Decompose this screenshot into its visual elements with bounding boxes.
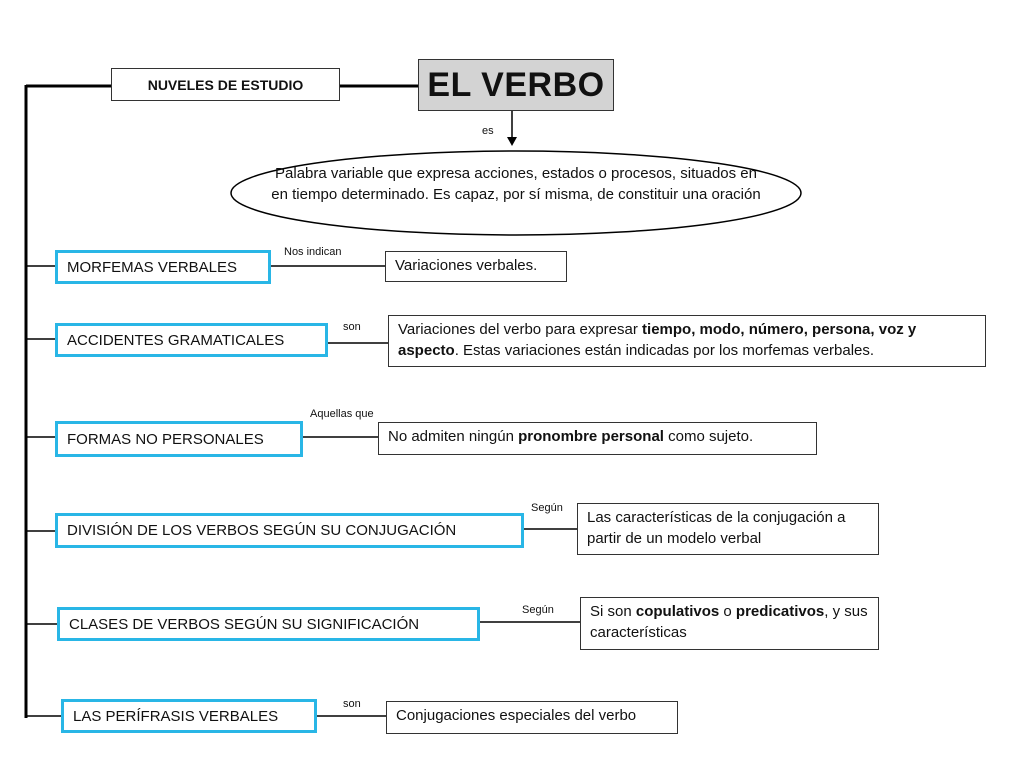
category-perifrasis-verbales: LAS PERÍFRASIS VERBALES [61,699,317,733]
description-text-part: Conjugaciones especiales del verbo [396,707,637,724]
connector-label-nos-indican: Nos indican [284,246,342,258]
page-title: EL VERBO [427,65,605,104]
desc-variaciones-verbales: Variaciones verbales. [385,251,567,282]
description-text-part: como sujeto. [663,428,754,445]
es-label: es [482,125,494,137]
connector-label-segun-2: Según [522,604,554,616]
definition-ellipse [230,150,802,236]
desc-formas-no-personales: No admiten ningún pronombre personal com… [378,422,817,455]
description-text-part: o [719,603,736,620]
category-morfemas-verbales: MORFEMAS VERBALES [55,250,271,284]
connector-label-son-2: son [343,698,361,710]
connector-label-son-1: son [343,321,361,333]
category-division-verbos: DIVISIÓN DE LOS VERBOS SEGÚN SU CONJUGAC… [55,513,524,548]
description-text-part: predicativos [735,603,825,620]
description-text-part: . Estas variaciones están indicadas por … [454,342,875,359]
desc-perifrasis: Conjugaciones especiales del verbo [386,701,678,734]
desc-copulativos: Si son copulativos o predicativos, y sus… [580,597,879,650]
description-text-part: No admiten ningún [388,428,519,445]
connector-label-aquellas-que: Aquellas que [310,408,374,420]
desc-accidentes: Variaciones del verbo para expresar tiem… [388,315,986,367]
description-text-part: Variaciones verbales. [395,257,538,274]
description-text-part: tiempo, modo, número, persona, voz y asp… [398,321,917,359]
description-text-part: Si son [590,603,636,620]
description-text-part: Variaciones del verbo para expresar [398,321,643,338]
description-text-part: copulativos [635,603,720,620]
description-text-part: , y sus características [590,603,868,641]
category-formas-no-personales: FORMAS NO PERSONALES [55,421,303,457]
niveles-label: NUVELES DE ESTUDIO [147,76,304,93]
definition-text: Palabra variable que expresa acciones, e… [271,165,761,203]
category-accidentes-gramaticales: ACCIDENTES GRAMATICALES [55,323,328,357]
description-text-part: pronombre personal [518,428,664,445]
title-box: EL VERBO [418,59,614,111]
niveles-box: NUVELES DE ESTUDIO [111,68,340,101]
description-text-part: Las características de la conjugación a … [587,509,846,547]
desc-conjugacion: Las características de la conjugación a … [577,503,879,555]
connector-label-segun-1: Según [531,502,563,514]
category-clases-verbos: CLASES DE VERBOS SEGÚN SU SIGNIFICACIÓN [57,607,480,641]
